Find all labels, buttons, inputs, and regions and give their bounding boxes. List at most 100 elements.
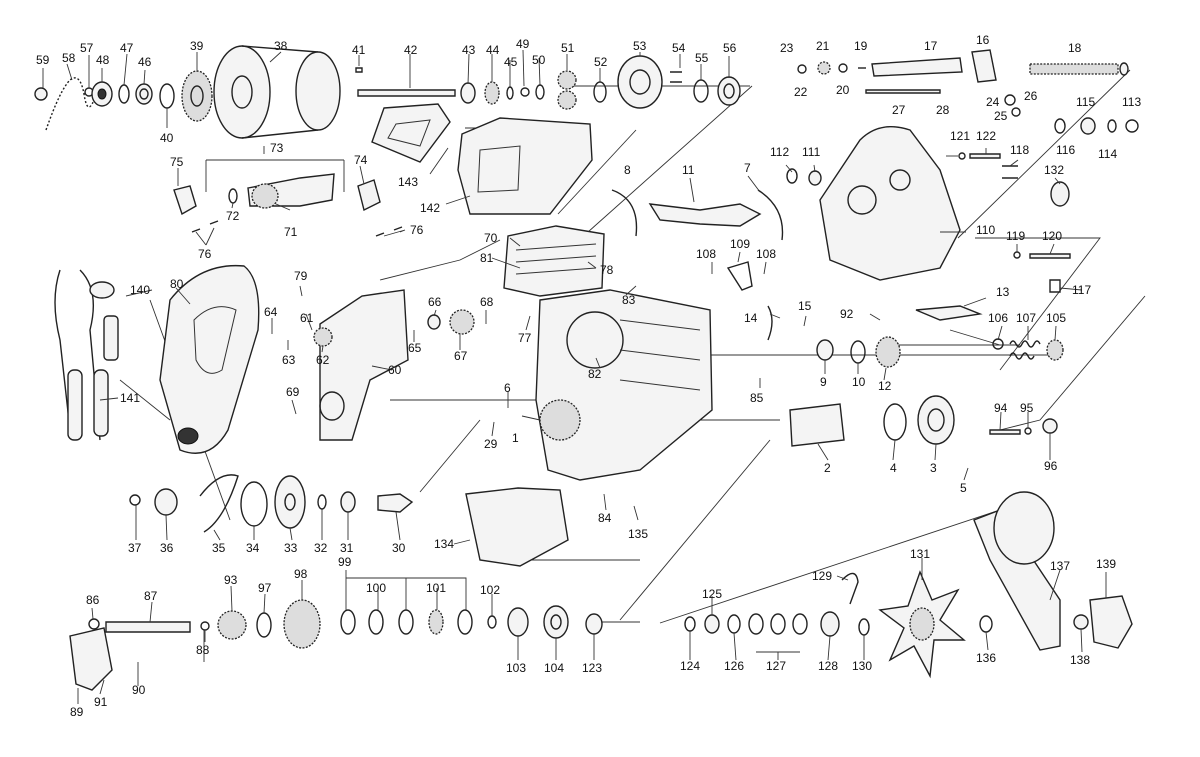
label-18: 18 — [1068, 41, 1082, 55]
label-9: 9 — [820, 375, 827, 389]
part-3-drag-cup-inner — [927, 408, 945, 432]
part-110-side-cover — [819, 126, 961, 281]
part-86-washer — [88, 618, 100, 630]
part-99-washer-a — [340, 609, 356, 635]
label-30: 30 — [392, 541, 406, 555]
label-105: 105 — [1046, 311, 1066, 325]
label-104: 104 — [544, 661, 564, 675]
part-43-bearing — [460, 82, 476, 104]
part-99-washer-b — [398, 609, 414, 635]
part-60-gearbox-plate — [319, 289, 409, 441]
part-139-cap — [1089, 595, 1133, 649]
label-47: 47 — [120, 41, 134, 55]
label-121: 121 — [950, 129, 970, 143]
part-143-plate — [371, 103, 451, 163]
top-right-group — [797, 49, 1139, 135]
label-101: 101 — [426, 581, 446, 595]
label-72: 72 — [226, 209, 240, 223]
label-84: 84 — [598, 511, 612, 525]
label-88: 88 — [196, 643, 210, 657]
part-37-washer — [129, 494, 141, 506]
label-113: 113 — [1122, 95, 1141, 109]
label-82: 82 — [588, 367, 602, 381]
label-100: 100 — [366, 581, 386, 595]
label-52: 52 — [594, 55, 608, 69]
label-16: 16 — [976, 33, 990, 47]
part-45-clip — [506, 86, 514, 100]
label-78: 78 — [600, 263, 614, 277]
part-99-washer-c — [457, 609, 473, 635]
part-87-shaft — [105, 621, 191, 633]
part-143-plate-window — [387, 119, 431, 147]
lower-shaft-row — [69, 599, 603, 691]
label-5: 5 — [960, 481, 967, 495]
label-140: 140 — [130, 283, 150, 297]
label-98: 98 — [294, 567, 308, 581]
part-39-gear-hub — [190, 85, 204, 107]
part-141-plug-b — [93, 369, 109, 437]
label-122: 122 — [976, 129, 996, 143]
label-143: 143 — [398, 175, 418, 189]
part-4-oring — [883, 403, 907, 441]
part-3-drag-cup — [917, 395, 955, 445]
part-60-gearbox-boss — [319, 391, 345, 421]
part-72-washer — [228, 188, 238, 204]
label-25: 25 — [994, 109, 1008, 123]
label-80: 80 — [170, 277, 184, 291]
label-20: 20 — [836, 83, 850, 97]
part-39-gear — [181, 70, 213, 122]
label-120: 120 — [1042, 229, 1062, 243]
part-36-cap — [154, 488, 178, 516]
label-6: 6 — [504, 381, 511, 395]
label-49: 49 — [516, 37, 530, 51]
part-114-ring — [1107, 119, 1117, 133]
part-9-ring — [816, 339, 834, 361]
part-51-gear-upper — [557, 70, 577, 90]
label-66: 66 — [428, 295, 442, 309]
part-115-bushing — [1080, 117, 1096, 135]
label-64: 64 — [264, 305, 278, 319]
label-136: 136 — [976, 651, 996, 665]
label-32: 32 — [314, 541, 328, 555]
part-110-cover-hole-2 — [847, 185, 877, 215]
label-107: 107 — [1016, 311, 1036, 325]
part-140-cap — [89, 281, 115, 299]
label-77: 77 — [518, 331, 532, 345]
part-32-washer — [317, 494, 327, 510]
label-59: 59 — [36, 53, 50, 67]
part-33-disc — [274, 475, 306, 529]
label-37: 37 — [128, 541, 142, 555]
part-101-disc — [428, 609, 444, 635]
label-62: 62 — [316, 353, 330, 367]
part-70-circuit-board — [503, 225, 605, 297]
label-36: 36 — [160, 541, 174, 555]
part-128-bushing — [820, 611, 840, 637]
label-114: 114 — [1098, 147, 1117, 161]
part-17-bar — [871, 57, 963, 77]
part-12-ratchet — [875, 336, 901, 368]
label-108b: 108 — [756, 247, 776, 261]
part-134-bottom-cover — [465, 487, 569, 567]
part-141-plug-a — [67, 369, 83, 441]
label-87: 87 — [144, 589, 158, 603]
part-80-side-plate-cutout — [193, 306, 237, 374]
label-139: 139 — [1096, 557, 1116, 571]
part-40-oring — [159, 83, 175, 109]
part-137-handle-knob — [993, 491, 1055, 565]
label-93: 93 — [224, 573, 238, 587]
part-109-pawl — [726, 261, 753, 291]
left-cord-group — [54, 269, 119, 441]
label-31: 31 — [340, 541, 354, 555]
label-13: 13 — [996, 285, 1010, 299]
label-12: 12 — [878, 379, 892, 393]
label-123: 123 — [582, 661, 602, 675]
label-94: 94 — [994, 401, 1008, 415]
label-91: 91 — [94, 695, 108, 709]
part-116-sleeve — [1054, 118, 1066, 134]
label-58: 58 — [62, 51, 76, 65]
part-41-pin — [355, 67, 363, 73]
part-42-shaft — [357, 89, 456, 97]
part-54-screws — [670, 71, 682, 83]
label-21: 21 — [816, 39, 830, 53]
